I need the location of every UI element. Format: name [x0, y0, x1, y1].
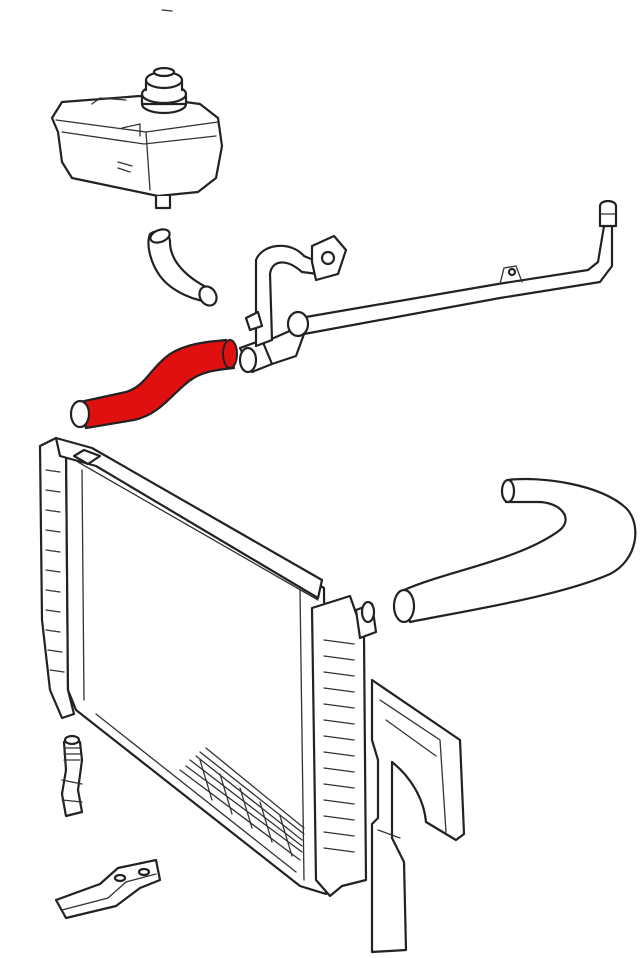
drain-plug[interactable] [60, 734, 84, 818]
fan-shroud[interactable] [370, 678, 466, 954]
expansion-tank-hose[interactable] [147, 227, 219, 309]
coolant-pipe-assembly[interactable] [238, 199, 618, 374]
radiator[interactable] [38, 436, 378, 898]
upper-radiator-hose[interactable] [69, 338, 238, 430]
lower-radiator-hose[interactable] [392, 477, 637, 624]
filler-cap[interactable] [140, 66, 188, 115]
mounting-bracket[interactable] [54, 858, 162, 920]
expansion-tank[interactable] [50, 94, 224, 210]
top-mark [161, 9, 173, 12]
